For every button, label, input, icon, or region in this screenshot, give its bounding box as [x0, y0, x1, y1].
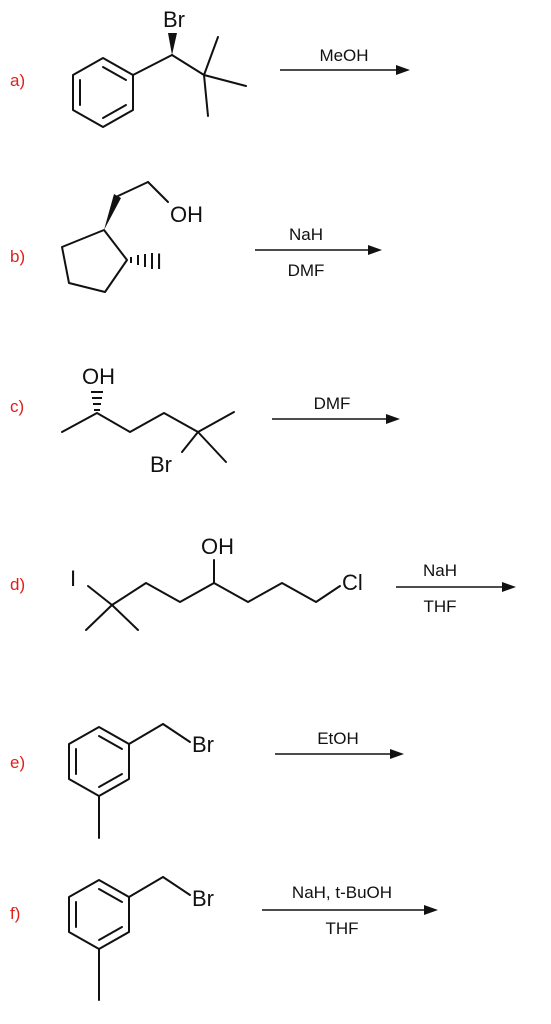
reaction-f-label: f)	[10, 904, 20, 923]
atom-oh: OH	[201, 534, 234, 559]
bond	[181, 431, 199, 453]
methyl-bond	[203, 36, 219, 76]
methyl-bond	[197, 411, 235, 433]
methyl-bond	[85, 604, 113, 631]
methyl-bond	[197, 431, 227, 463]
atom-br: Br	[192, 886, 214, 911]
hash-bond	[130, 253, 153, 269]
ring-double-bond	[102, 66, 127, 81]
reaction-a-arrow: MeOH	[280, 46, 410, 75]
ring-double-bond	[102, 104, 127, 119]
reaction-c: c) OH Br DMF	[10, 364, 400, 477]
atom-br: Br	[163, 7, 185, 32]
bond	[147, 181, 169, 203]
benzene-ring	[68, 726, 130, 797]
atom-oh: OH	[82, 364, 115, 389]
ring-double-bond	[98, 888, 123, 903]
arrow-head	[424, 905, 438, 915]
reaction-f-structure: Br	[68, 876, 214, 1001]
arrow-head	[502, 582, 516, 592]
reaction-d-structure: I OH Cl	[70, 534, 363, 631]
bond	[128, 876, 164, 898]
wedge-bond	[104, 194, 121, 230]
reaction-a-label: a)	[10, 71, 25, 90]
atom-i: I	[70, 566, 76, 591]
hash-bond	[91, 391, 103, 411]
reaction-e-structure: Br	[68, 723, 214, 839]
reaction-c-label: c)	[10, 397, 24, 416]
reaction-e: e) Br EtOH	[10, 723, 404, 839]
wedge-bond	[168, 33, 177, 55]
reaction-a: a) Br MeOH	[10, 7, 410, 128]
bond	[117, 181, 149, 197]
atom-cl: Cl	[342, 570, 363, 595]
methyl-bond	[203, 74, 209, 117]
bond	[162, 723, 191, 743]
carbon-chain	[61, 412, 199, 433]
benzene-ring	[68, 879, 130, 950]
carbon-chain	[111, 582, 341, 606]
reagent-above: DMF	[314, 394, 351, 413]
reagent-above: MeOH	[319, 46, 368, 65]
benzene-ring	[72, 57, 134, 128]
reaction-e-label: e)	[10, 753, 25, 772]
reaction-f-arrow: NaH, t-BuOH THF	[262, 883, 438, 938]
reaction-b-arrow: NaH DMF	[255, 225, 382, 280]
reaction-c-arrow: DMF	[272, 394, 400, 424]
ring-double-bond	[98, 926, 123, 941]
methyl-bond	[111, 604, 139, 631]
arrow-head	[368, 245, 382, 255]
ring-double-bond	[98, 735, 123, 750]
reagent-above: NaH	[423, 561, 457, 580]
atom-br: Br	[150, 452, 172, 477]
reagent-above: NaH, t-BuOH	[292, 883, 392, 902]
reaction-b-structure: OH I	[61, 181, 203, 293]
bond	[162, 876, 191, 896]
bond	[128, 723, 164, 745]
reagent-above: EtOH	[317, 729, 359, 748]
reaction-c-structure: OH Br	[61, 364, 235, 477]
reagent-below: DMF	[288, 261, 325, 280]
reaction-f: f) Br NaH, t-BuOH THF	[10, 876, 438, 1001]
reagent-below: THF	[423, 597, 456, 616]
cyclopentane-ring	[61, 229, 128, 293]
arrow-head	[390, 749, 404, 759]
bond	[171, 54, 205, 76]
reaction-e-arrow: EtOH	[275, 729, 404, 759]
reaction-d: d) I OH Cl NaH THF	[10, 534, 516, 631]
arrow-head	[396, 65, 410, 75]
reaction-b-label: b)	[10, 247, 25, 266]
bond	[87, 585, 113, 606]
reagent-below: THF	[325, 919, 358, 938]
reaction-d-label: d)	[10, 575, 25, 594]
ring-double-bond	[98, 773, 123, 788]
atom-br: Br	[192, 732, 214, 757]
reagent-above: NaH	[289, 225, 323, 244]
reaction-b: b) OH I NaH DMF	[10, 181, 382, 293]
bond	[132, 54, 173, 76]
methyl-bond	[203, 74, 247, 87]
arrow-head	[386, 414, 400, 424]
reaction-d-arrow: NaH THF	[396, 561, 516, 616]
atom-oh: OH	[170, 202, 203, 227]
reaction-a-structure: Br	[72, 7, 247, 128]
atom-i: I	[156, 249, 162, 274]
